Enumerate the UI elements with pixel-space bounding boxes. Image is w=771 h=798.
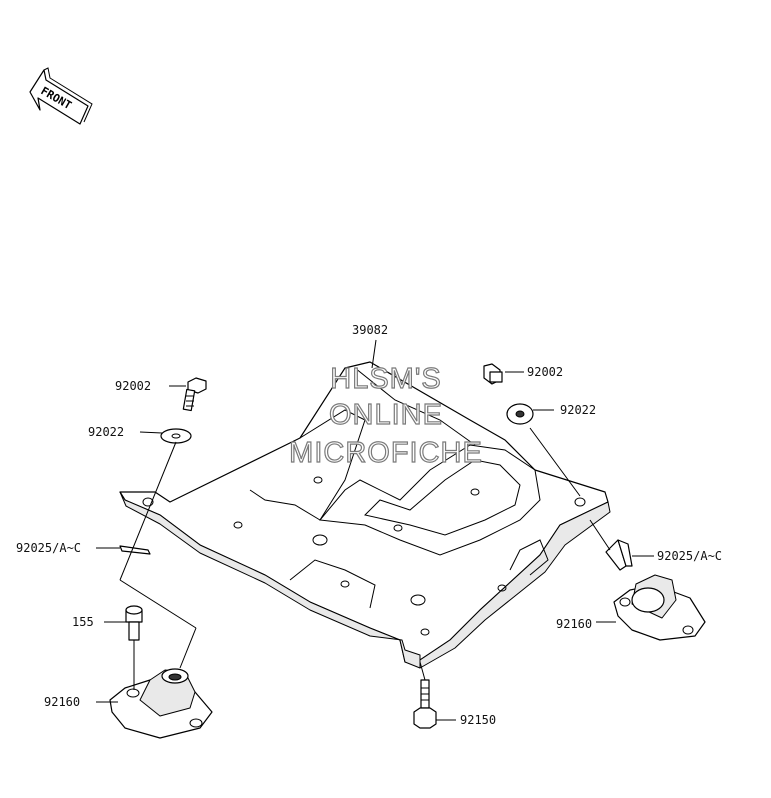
washer-92022-left <box>160 428 192 444</box>
watermark: HLSM'S ONLINE MICROFICHE <box>289 362 483 469</box>
watermark-line-3: MICROFICHE <box>289 437 483 469</box>
bolt-92002-left <box>182 377 207 412</box>
front-arrow-icon: FRONT <box>29 67 93 125</box>
label-92150: 92150 <box>460 713 496 727</box>
label-92160-left: 92160 <box>44 695 80 709</box>
label-155: 155 <box>72 615 94 629</box>
skid-plate <box>119 361 611 669</box>
label-92160-right: 92160 <box>556 617 592 631</box>
label-92002-left: 92002 <box>115 379 151 393</box>
label-92022-right: 92022 <box>560 403 596 417</box>
bolt-92150 <box>413 679 437 729</box>
watermark-line-2: ONLINE <box>329 399 443 431</box>
clip-92025-left <box>119 545 151 555</box>
bolt-155 <box>125 605 143 641</box>
bolt-92002-right <box>483 363 503 385</box>
label-92025-right: 92025/A~C <box>657 549 722 563</box>
watermark-line-1: HLSM'S <box>330 363 441 395</box>
washer-92022-right <box>506 403 534 425</box>
mount-92160-left <box>109 668 213 739</box>
label-39082: 39082 <box>352 323 388 337</box>
leader-lines <box>96 339 654 721</box>
mount-92160-right <box>613 574 706 641</box>
part-labels: 39082 92002 92022 92025/A~C 155 92160 92… <box>16 323 722 727</box>
label-92002-right: 92002 <box>527 365 563 379</box>
label-92022-left: 92022 <box>88 425 124 439</box>
clip-92025-right <box>605 539 633 571</box>
label-92025-left: 92025/A~C <box>16 541 81 555</box>
